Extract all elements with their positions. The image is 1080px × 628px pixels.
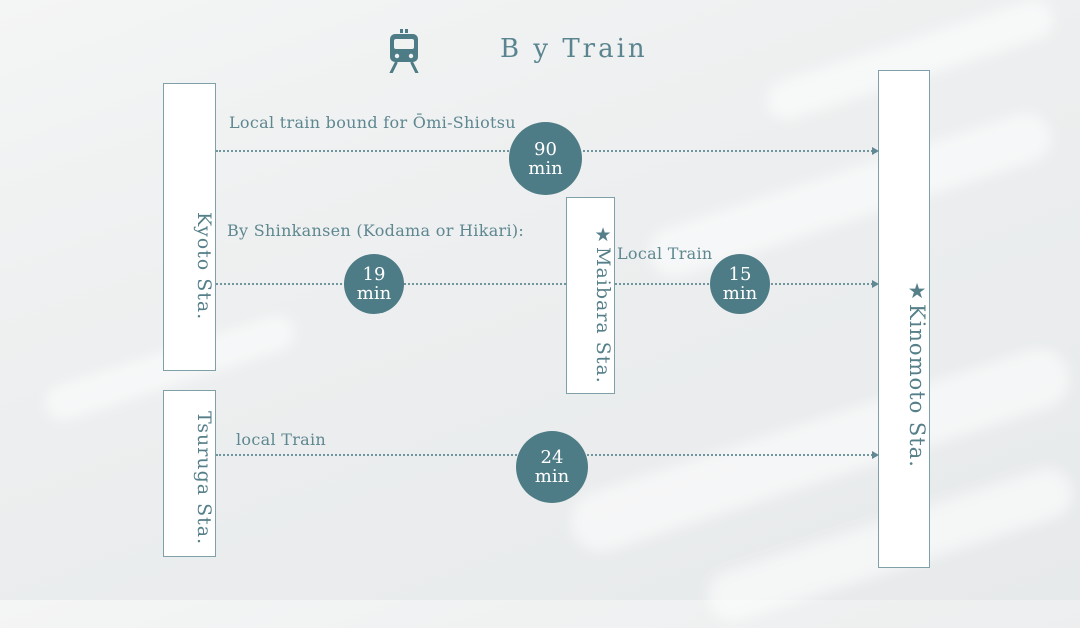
station-maibara-label: ★Maibara Sta. bbox=[592, 223, 614, 384]
station-kyoto: Kyoto Sta. bbox=[163, 83, 216, 371]
station-kinomoto: ★Kinomoto Sta. bbox=[878, 70, 930, 568]
duration-unit: min bbox=[356, 283, 392, 304]
duration-unit: min bbox=[722, 283, 758, 304]
route-label-tsuruga-kinomoto: local Train bbox=[236, 430, 327, 449]
arrow-right-icon bbox=[872, 147, 879, 155]
station-tsuruga: Tsuruga Sta. bbox=[163, 390, 216, 557]
duration-badge-tsuruga-kinomoto: 24 min bbox=[516, 431, 588, 503]
duration-minutes: 90 bbox=[534, 138, 557, 160]
duration-badge-maibara-kinomoto: 15 min bbox=[710, 254, 770, 314]
duration-minutes: 15 bbox=[728, 264, 752, 285]
station-maibara: ★Maibara Sta. bbox=[566, 197, 615, 394]
duration-badge-kyoto-maibara: 19 min bbox=[344, 254, 404, 314]
route-label-kyoto-kinomoto: Local train bound for Ōmi-Shiotsu bbox=[229, 113, 516, 132]
station-tsuruga-label: Tsuruga Sta. bbox=[193, 411, 215, 546]
arrow-right-icon bbox=[872, 451, 879, 459]
duration-minutes: 24 bbox=[540, 447, 564, 468]
page-title: B y Train bbox=[500, 34, 648, 64]
route-label-maibara-kinomoto: Local Train bbox=[617, 244, 713, 263]
header bbox=[388, 28, 420, 74]
train-icon bbox=[389, 29, 419, 73]
duration-unit: min bbox=[528, 157, 563, 179]
station-kyoto-label: Kyoto Sta. bbox=[193, 211, 215, 321]
arrow-right-icon bbox=[872, 280, 879, 288]
duration-minutes: 19 bbox=[362, 264, 386, 285]
duration-badge-kyoto-kinomoto: 90 min bbox=[509, 122, 582, 195]
duration-unit: min bbox=[534, 466, 570, 487]
station-kinomoto-label: ★Kinomoto Sta. bbox=[905, 278, 929, 468]
route-label-kyoto-maibara: By Shinkansen (Kodama or Hikari): bbox=[227, 221, 525, 240]
